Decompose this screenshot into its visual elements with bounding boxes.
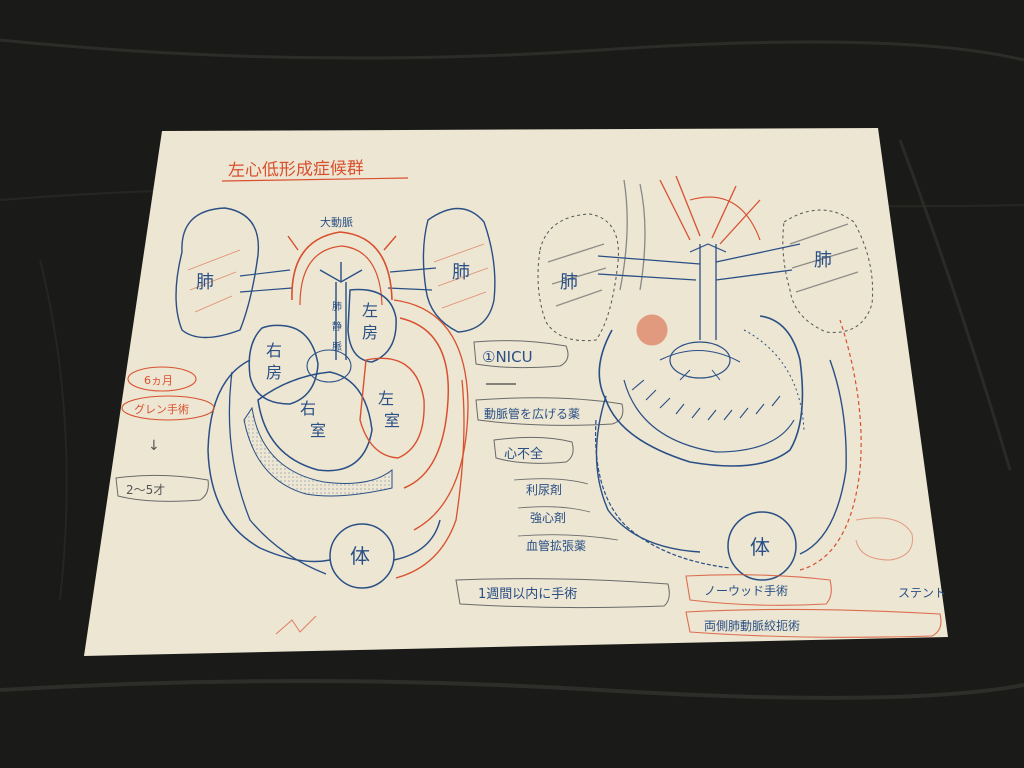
label-lung-right-1: 肺 bbox=[452, 262, 470, 283]
label-lung-left-2: 肺 bbox=[560, 272, 578, 293]
note-diuretic: 利尿剤 bbox=[526, 482, 562, 497]
note-nicu-heading: ①NICU bbox=[482, 348, 533, 366]
label-left-atrium: 左房 bbox=[362, 301, 378, 342]
note-vasodilator: 血管拡張薬 bbox=[526, 538, 586, 553]
left-heart-diagram: 大動脈 肺 肺 右房 左房 右室 左室 肺静脈 体 bbox=[175, 207, 496, 589]
label-right-atrium: 右房 bbox=[266, 341, 282, 382]
label-right-ventricle: 右室 bbox=[300, 399, 326, 440]
note-norwood: ノーウッド手術 bbox=[704, 584, 788, 598]
right-lung-right-dashed bbox=[782, 209, 874, 333]
left-lung-right bbox=[422, 207, 496, 333]
label-lung-left-1: 肺 bbox=[196, 272, 214, 293]
note-age: 2〜5才 bbox=[126, 483, 165, 497]
title-note: 左心低形成症候群 bbox=[228, 159, 364, 181]
note-glenn: グレン手術 bbox=[134, 402, 189, 416]
note-heart-failure: 心不全 bbox=[504, 446, 543, 462]
nicu-notes: ①NICU 動脈管を広げる薬 心不全 利尿剤 強心剤 血管拡張薬 bbox=[473, 340, 624, 553]
side-notes: 6ヵ月 グレン手術 ↓ 2〜5才 bbox=[115, 366, 215, 502]
note-cardiotonic: 強心剤 bbox=[530, 510, 566, 525]
note-surgery-within-week: 1週間以内に手術 bbox=[478, 586, 577, 602]
note-stent: ステント bbox=[898, 586, 946, 600]
body-circle-right bbox=[727, 511, 797, 581]
ductus-scribble bbox=[636, 314, 668, 346]
label-pulmonary-vein: 肺静脈 bbox=[332, 301, 342, 353]
bottom-notes: 1週間以内に手術 ノーウッド手術 ステント 両側肺動脈絞扼術 bbox=[275, 574, 946, 638]
right-heart-diagram: 肺 肺 体 bbox=[537, 175, 914, 581]
left-ventricle-outline bbox=[359, 357, 425, 459]
right-systemic-circuit bbox=[595, 359, 847, 555]
body-circle-left bbox=[329, 523, 395, 589]
septum-shading bbox=[243, 406, 393, 497]
right-atrium-outline bbox=[248, 324, 319, 405]
note-six-months: 6ヵ月 bbox=[144, 374, 173, 387]
left-lung-left bbox=[175, 207, 260, 339]
paper-sheet bbox=[84, 128, 948, 656]
left-atrium-outline bbox=[347, 288, 397, 363]
note-banding: 両側肺動脈絞扼術 bbox=[704, 618, 800, 633]
label-body-left: 体 bbox=[350, 544, 370, 568]
systemic-circuit bbox=[207, 359, 441, 563]
right-heart-outer bbox=[598, 315, 804, 467]
label-lung-right-2: 肺 bbox=[814, 250, 832, 271]
note-arrow-down: ↓ bbox=[148, 438, 160, 454]
note-ductus-drug: 動脈管を広げる薬 bbox=[484, 406, 580, 421]
label-body-right: 体 bbox=[750, 535, 770, 559]
label-left-ventricle: 左室 bbox=[378, 389, 400, 430]
label-aorta: 大動脈 bbox=[320, 215, 353, 229]
right-ventricle-outline bbox=[257, 371, 373, 472]
